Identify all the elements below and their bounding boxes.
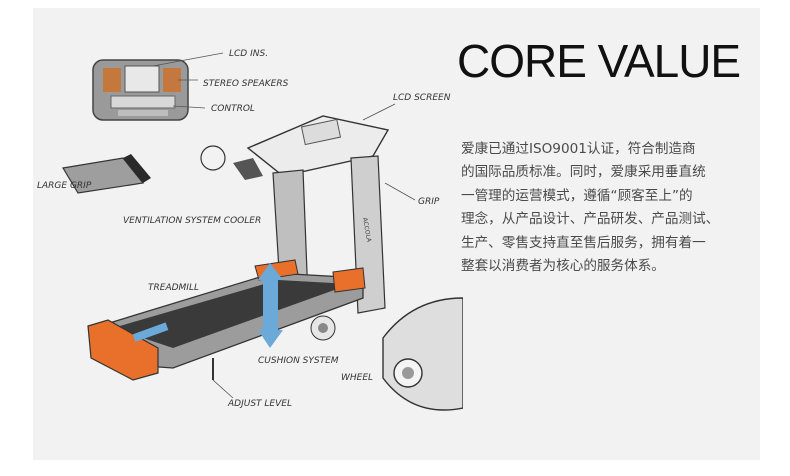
paragraph-line: 的国际品质标准。同时，爱康采用垂直统 [461,164,706,181]
label-wheel: WHEEL [341,373,373,383]
paragraph-line: 生产、零售支持直至售后服务，拥有着一 [461,234,706,251]
brand-mark: ACCOLA [361,217,372,243]
label-large-grip: LARGE GRIP [37,181,92,191]
treadmill-sketch: LCD INS. STEREO SPEAKERS CONTROL LARGE G… [37,49,463,411]
core-value-paragraph: 爱康已通过ISO9001认证，符合制造商 的国际品质标准。同时，爱康采用垂直统 … [461,138,760,278]
label-lcd-screen: LCD SCREEN [393,93,451,103]
treadmill-console [200,115,390,180]
paragraph-line: 整套以消费者为核心的服务体系。 [461,258,665,275]
main-panel: LCD INS. STEREO SPEAKERS CONTROL LARGE G… [33,8,760,460]
label-control: CONTROL [211,104,255,114]
label-grip: GRIP [418,197,440,207]
label-adjust: ADJUST LEVEL [227,399,292,409]
wheel-closeup [382,297,463,411]
grip-detail [62,154,151,194]
label-cushion: CUSHION SYSTEM [258,356,339,366]
treadmill-deck [87,259,366,381]
label-ventilation: VENTILATION SYSTEM COOLER [123,216,261,226]
paragraph-line: 一管理的运营模式，遵循“顾客至上”的 [461,187,693,204]
core-value-heading: CORE VALUE [457,35,741,87]
console-closeup [92,59,189,121]
paragraph-line: 理念，从产品设计、产品研发、产品测试、 [461,211,720,228]
label-stereo: STEREO SPEAKERS [203,79,289,89]
paragraph-line: 爱康已通过ISO9001认证，符合制造商 [461,141,696,157]
label-lcd-ins: LCD INS. [229,49,268,59]
label-treadmill: TREADMILL [148,283,199,293]
